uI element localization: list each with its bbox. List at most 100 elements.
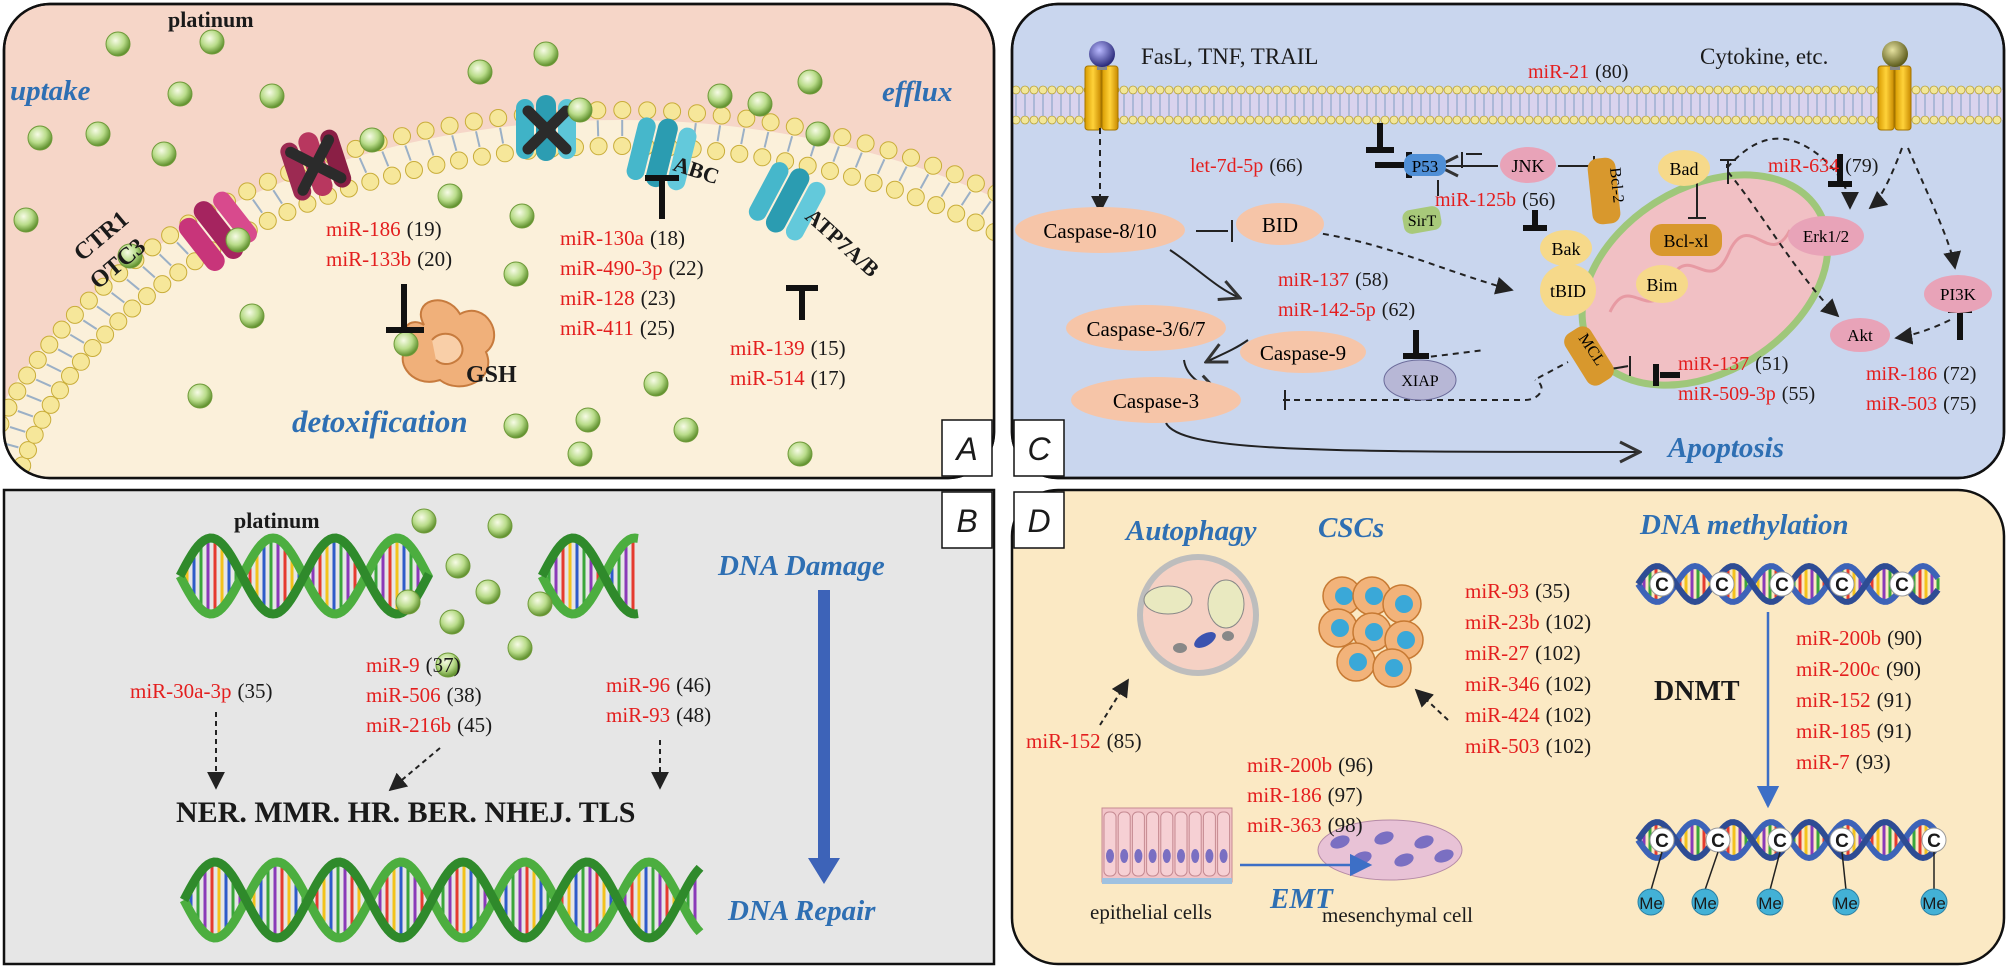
- panel-a-letter-box: [941, 419, 993, 477]
- platinum-ball: [435, 652, 461, 678]
- mirna-name: miR-152: [1796, 688, 1871, 712]
- platinum-ball: [85, 121, 111, 147]
- platinum-ball: [105, 31, 131, 57]
- mirna-ref: (51): [1755, 353, 1788, 375]
- mirna-ref: (79): [1845, 155, 1878, 177]
- akt-node: [1830, 318, 1890, 352]
- mirna-name: miR-503: [1465, 734, 1540, 758]
- mirna-ref: (55): [1782, 383, 1815, 405]
- mirna-label: miR-506(38): [366, 683, 482, 707]
- atp7-transporter: [748, 162, 826, 241]
- mirna-ref: (18): [650, 226, 685, 250]
- mirna-ref: (62): [1382, 299, 1415, 321]
- platinum-ball: [445, 553, 471, 579]
- mirna-ref: (102): [1546, 672, 1592, 696]
- mirna-name: miR-128: [560, 286, 635, 310]
- mirna-ref: (91): [1877, 688, 1912, 712]
- damage-to-repair-arrow-shaft: [818, 590, 830, 860]
- mirna-ref: (19): [407, 217, 442, 241]
- cytosine-label: C: [1711, 831, 1725, 852]
- mirna-label: miR-634 (79): [1768, 155, 1878, 177]
- apoptosis-label: Apoptosis: [1666, 432, 1784, 464]
- platinum-ball: [393, 331, 419, 357]
- mirna-ref: (102): [1535, 641, 1581, 665]
- mirna-label: miR-200b(90): [1796, 626, 1922, 650]
- mirna-label: miR-152(91): [1796, 688, 1912, 712]
- mirna-ref: (85): [1107, 729, 1142, 753]
- mirna-list-abc: miR-130a(18)miR-490-3p(22)miR-128(23)miR…: [560, 226, 704, 340]
- panel-b-letter-box: [941, 491, 993, 549]
- mirna-label: miR-363(98): [1247, 813, 1363, 837]
- platinum-ball: [805, 121, 831, 147]
- cytosine-label: C: [1835, 575, 1849, 596]
- plasma-membrane: [1012, 85, 2004, 125]
- mirna-label: miR-30a-3p(35): [130, 679, 272, 703]
- mirna-label: miR-503(102): [1465, 734, 1591, 758]
- mirna-ref: (90): [1886, 657, 1921, 681]
- mirna-list-tls: miR-96(46)miR-93(48): [606, 673, 711, 727]
- mirna-name: miR-30a-3p: [130, 679, 231, 703]
- mirna-ref: (93): [1856, 750, 1891, 774]
- sirt-node: [1402, 206, 1442, 234]
- mirna-label: miR-200c(90): [1796, 657, 1921, 681]
- platinum-ball: [507, 635, 533, 661]
- mirna-ref: (58): [1355, 269, 1388, 291]
- platinum-ball: [239, 303, 265, 329]
- cytosine-label: C: [1927, 831, 1941, 852]
- platinum-ball: [747, 91, 773, 117]
- platinum-ball: [475, 579, 501, 605]
- cytosine-label: C: [1775, 575, 1789, 596]
- pathway-nodes: [1015, 147, 1992, 423]
- mirna-label: miR-411(25): [560, 316, 675, 340]
- platinum-ball: [411, 508, 437, 534]
- mirna-name: miR-186: [1866, 363, 1937, 385]
- panel-d: D Autophagy CSCs DNA methylation EMT epi…: [1010, 488, 2006, 966]
- mirna-label: miR-503(75): [1866, 393, 1976, 415]
- mitochondrion: [1578, 171, 1832, 389]
- platinum-ball: [117, 243, 143, 269]
- mcl-node: [1564, 326, 1614, 386]
- efflux-label: efflux: [882, 76, 952, 108]
- mirna-ref: (22): [669, 256, 704, 280]
- mirna-name: miR-346: [1465, 672, 1540, 696]
- platinum-ball: [503, 413, 529, 439]
- mirna-label: miR-93(48): [606, 703, 711, 727]
- caspase3-node: [1071, 377, 1241, 423]
- mirna-name: miR-96: [606, 673, 670, 697]
- mirna-ref: (45): [457, 713, 492, 737]
- mirna-list-hr: miR-9(37)miR-506(38)miR-216b(45): [366, 653, 492, 737]
- xiap-label: XIAP: [1401, 373, 1438, 390]
- mirna-name: miR-509-3p: [1678, 383, 1776, 405]
- mirna-name: miR-23b: [1465, 610, 1540, 634]
- mirna-label: miR-137(58): [1278, 269, 1388, 291]
- bad-label: Bad: [1670, 159, 1699, 179]
- bid-node: [1236, 203, 1324, 245]
- mirna-label: let-7d-5p(66): [1190, 155, 1303, 177]
- p53-node: [1404, 154, 1446, 176]
- platinum-ball: [395, 589, 421, 615]
- mirna-name: miR-411: [560, 316, 634, 340]
- cytosine-label: C: [1835, 831, 1849, 852]
- blocked-transporter-teal: [516, 95, 576, 161]
- mirna-label: miR-200b(96): [1247, 753, 1373, 777]
- bim-label: Bim: [1646, 275, 1677, 295]
- mirna-name: miR-21: [1528, 61, 1589, 83]
- mirna-name: miR-634: [1768, 155, 1839, 177]
- mirna-label: miR-509-3p (55): [1678, 383, 1815, 405]
- repair-pathways-label: NER. MMR. HR. BER. NHEJ. TLS: [176, 796, 636, 829]
- mirna-label: miR-152(85): [1026, 729, 1142, 753]
- mirna-name: miR-424: [1465, 703, 1540, 727]
- mirna-labels-d: miR-93(35)miR-23b(102)miR-27(102)miR-346…: [1026, 579, 1922, 837]
- akt-label: Akt: [1847, 326, 1873, 345]
- arrow-csc: [1414, 688, 1449, 721]
- platinum-ball: [673, 417, 699, 443]
- mirna-label: miR-424(102): [1465, 703, 1591, 727]
- mirna-ref: (102): [1546, 734, 1592, 758]
- mirna-name: miR-200b: [1796, 626, 1881, 650]
- mirna-list-gsh: miR-186(19)miR-133b(20): [326, 217, 452, 271]
- mirna-ref: (102): [1546, 610, 1592, 634]
- platinum-ball: [199, 29, 225, 55]
- erk-label: Erk1/2: [1803, 227, 1849, 246]
